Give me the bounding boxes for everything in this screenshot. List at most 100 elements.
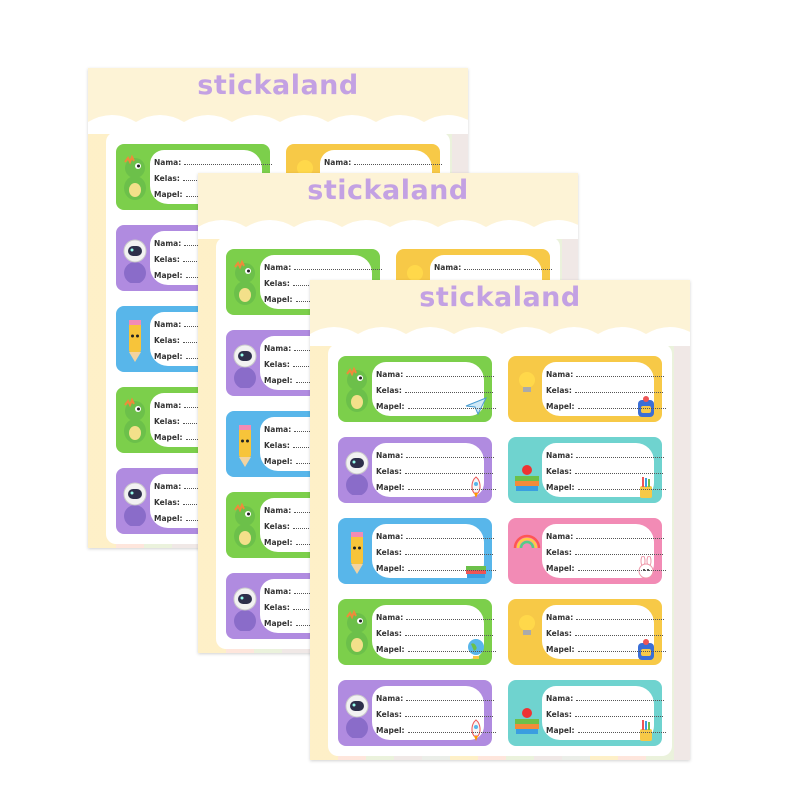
bunny-icon — [634, 555, 658, 580]
pencil-icon — [119, 316, 151, 364]
field-label: Mapel: — [264, 376, 293, 385]
field-label: Mapel: — [154, 190, 183, 199]
field-label: Nama: — [434, 263, 462, 272]
field-name: Nama: — [434, 263, 553, 272]
field-name: Nama: — [546, 532, 665, 541]
dotted-write-line — [574, 710, 663, 717]
dotted-write-line — [464, 263, 553, 270]
dinosaur-icon — [341, 609, 373, 657]
field-label: Mapel: — [546, 402, 575, 411]
field-label: Kelas: — [376, 386, 402, 395]
dotted-write-line — [404, 548, 493, 555]
sheet-header — [310, 280, 690, 336]
field-label: Mapel: — [376, 483, 405, 492]
name-label-sticker: Nama:Kelas:Mapel: — [508, 437, 666, 503]
field-class: Kelas: — [546, 386, 663, 395]
field-name: Nama: — [546, 370, 665, 379]
astronaut-icon — [341, 447, 373, 496]
field-label: Mapel: — [376, 564, 405, 573]
brand-logo-text: stickaland — [419, 282, 581, 313]
field-label: Mapel: — [264, 619, 293, 628]
field-class: Kelas: — [376, 629, 493, 638]
dotted-write-line — [574, 386, 663, 393]
field-class: Kelas: — [376, 548, 493, 557]
astronaut-icon — [119, 235, 151, 284]
dotted-write-line — [576, 532, 665, 539]
field-label: Mapel: — [546, 483, 575, 492]
field-label: Nama: — [264, 587, 292, 596]
name-label-sticker: Nama: Kelas: Mapel: — [508, 599, 666, 665]
field-label: Kelas: — [546, 629, 572, 638]
field-label: Mapel: — [376, 726, 405, 735]
label-writing-area — [372, 605, 484, 659]
dotted-write-line — [574, 548, 663, 555]
field-label: Kelas: — [264, 603, 290, 612]
field-label: Nama: — [264, 425, 292, 434]
field-class: Kelas: — [376, 467, 493, 476]
field-class: Kelas: — [376, 386, 493, 395]
name-label-sticker: Nama:Kelas:Mapel: — [338, 356, 496, 422]
field-label: Kelas: — [546, 386, 572, 395]
label-writing-area — [372, 524, 484, 578]
field-subject: Mapel: — [546, 564, 666, 573]
field-class: Kelas: — [546, 548, 663, 557]
dotted-write-line — [577, 645, 666, 652]
dotted-write-line — [406, 694, 495, 701]
field-label: Mapel: — [154, 352, 183, 361]
field-label: Mapel: — [154, 271, 183, 280]
dotted-write-line — [406, 370, 495, 377]
astronaut-icon — [341, 690, 373, 739]
astronaut-icon — [229, 340, 261, 389]
dinosaur-icon — [229, 259, 261, 307]
field-name: Nama: — [546, 451, 665, 460]
field-label: Nama: — [154, 320, 182, 329]
label-writing-area — [542, 524, 654, 578]
label-writing-area — [542, 686, 654, 740]
field-label: Kelas: — [376, 548, 402, 557]
field-class: Kelas: — [546, 710, 663, 719]
dotted-write-line — [574, 629, 663, 636]
field-label: Nama: — [546, 532, 574, 541]
dotted-write-line — [404, 710, 493, 717]
dotted-write-line — [404, 629, 493, 636]
dotted-write-line — [407, 726, 496, 733]
name-label-sticker: Nama: Kelas: Mapel: — [508, 680, 666, 746]
label-writing-area — [372, 443, 484, 497]
dinosaur-icon — [119, 397, 151, 445]
field-label: Kelas: — [376, 467, 402, 476]
dotted-write-line — [404, 467, 493, 474]
dotted-write-line — [577, 726, 666, 733]
field-label: Kelas: — [546, 548, 572, 557]
field-label: Mapel: — [546, 726, 575, 735]
field-label: Kelas: — [546, 710, 572, 719]
name-label-sticker: Nama:Kelas:Mapel: — [338, 599, 496, 665]
field-subject: Mapel: — [546, 645, 666, 654]
field-label: Nama: — [376, 532, 404, 541]
field-label: Nama: — [546, 694, 574, 703]
field-label: Kelas: — [154, 174, 180, 183]
field-label: Kelas: — [264, 360, 290, 369]
field-label: Kelas: — [154, 417, 180, 426]
field-label: Mapel: — [154, 514, 183, 523]
field-name: Nama: — [546, 694, 665, 703]
dotted-write-line — [574, 467, 663, 474]
field-label: Mapel: — [546, 564, 575, 573]
field-label: Nama: — [546, 370, 574, 379]
label-writing-area — [542, 443, 654, 497]
field-label: Mapel: — [546, 645, 575, 654]
field-label: Nama: — [264, 506, 292, 515]
apple-books-icon — [511, 690, 543, 738]
field-subject: Mapel: — [546, 726, 666, 735]
brand-logo-text: stickaland — [197, 70, 359, 101]
field-label: Nama: — [546, 613, 574, 622]
field-subject: Mapel: — [546, 402, 666, 411]
paper-plane-icon — [464, 394, 488, 418]
field-name: Nama: — [546, 613, 665, 622]
field-name: Nama: — [154, 158, 273, 167]
field-label: Nama: — [376, 451, 404, 460]
lightbulb-icon — [511, 366, 543, 414]
field-class: Kelas: — [546, 629, 663, 638]
apple-books-icon — [511, 447, 543, 495]
field-label: Nama: — [324, 158, 352, 167]
dotted-write-line — [577, 564, 666, 571]
